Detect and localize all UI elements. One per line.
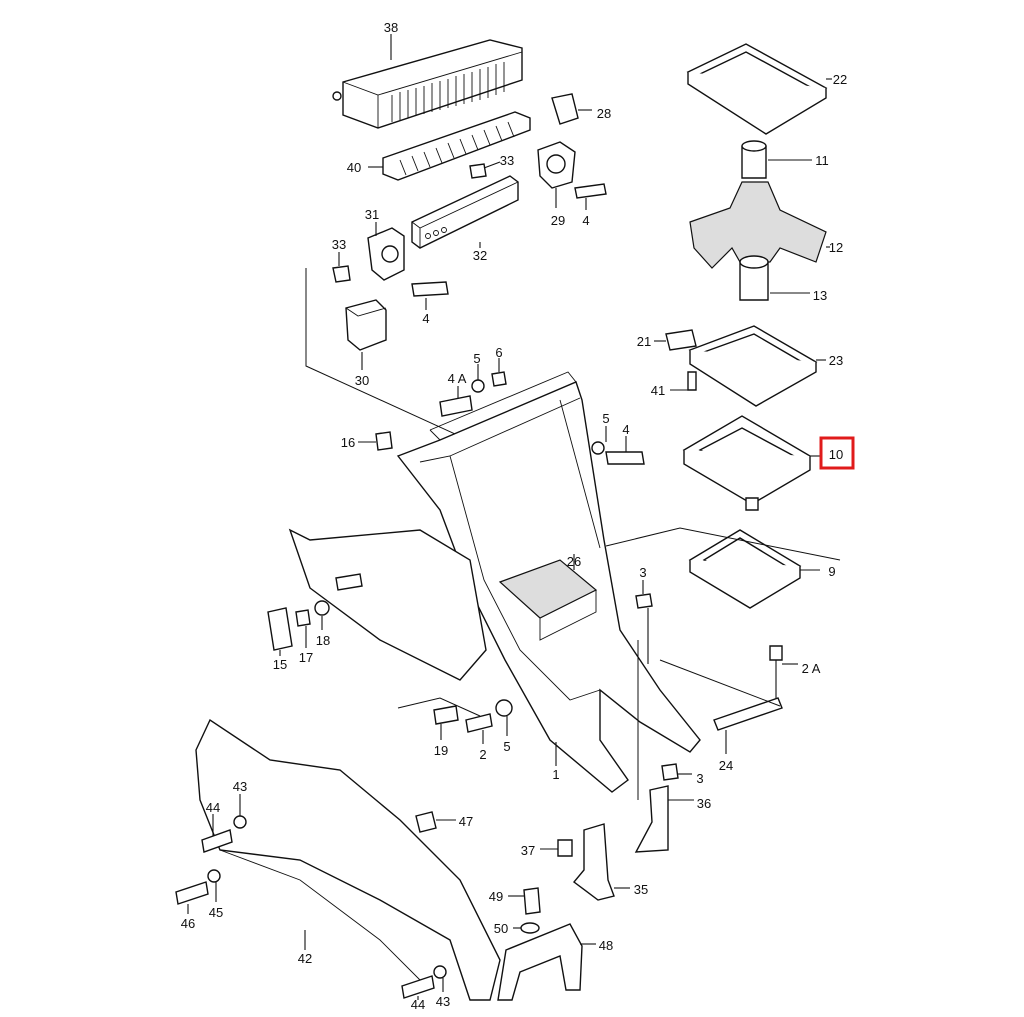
callout-c19: 19 bbox=[434, 743, 448, 758]
part-10-tray bbox=[682, 415, 822, 511]
callout-c11: 11 bbox=[815, 153, 829, 168]
callout-c48: 48 bbox=[599, 938, 613, 953]
callout-c49: 49 bbox=[489, 889, 503, 904]
callout-c3a: 3 bbox=[639, 565, 646, 580]
callout-c31: 31 bbox=[365, 207, 379, 222]
part-32-cover-panel bbox=[411, 175, 519, 249]
part-42-lower-trim bbox=[195, 718, 501, 1001]
callout-c46: 46 bbox=[181, 916, 195, 931]
part-16-clip bbox=[358, 431, 393, 451]
callout-c24: 24 bbox=[719, 758, 733, 773]
callout-c2A: 2 A bbox=[802, 661, 821, 676]
part-38-air-vent-housing bbox=[332, 34, 523, 129]
callout-c6: 6 bbox=[495, 345, 502, 360]
callout-c5c: 5 bbox=[503, 739, 510, 754]
part-29-bracket-assembly bbox=[469, 141, 607, 210]
part-28-bracket bbox=[551, 93, 592, 125]
part-23-frame-assembly bbox=[654, 325, 826, 407]
callout-c28: 28 bbox=[597, 106, 611, 121]
callout-c3b: 3 bbox=[696, 771, 703, 786]
callout-c18: 18 bbox=[316, 633, 330, 648]
callout-c4A: 4 A bbox=[448, 371, 467, 386]
lower-bolt-set bbox=[433, 699, 513, 744]
callout-c44b: 44 bbox=[411, 997, 425, 1012]
callout-c23: 23 bbox=[829, 353, 843, 368]
callout-c15: 15 bbox=[273, 657, 287, 672]
callout-c13: 13 bbox=[813, 288, 827, 303]
highlight-box-part-10 bbox=[819, 436, 855, 470]
callout-c22: 22 bbox=[833, 72, 847, 87]
callout-c9: 9 bbox=[828, 564, 835, 579]
callout-c43a: 43 bbox=[233, 779, 247, 794]
part-11-knob-top bbox=[741, 140, 812, 179]
callout-c21: 21 bbox=[637, 334, 651, 349]
callout-c44a: 44 bbox=[206, 800, 220, 815]
callout-c26: 26 bbox=[567, 554, 581, 569]
callout-c12: 12 bbox=[829, 240, 843, 255]
callout-c47: 47 bbox=[459, 814, 473, 829]
callout-c4a: 4 bbox=[582, 213, 589, 228]
callout-c1: 1 bbox=[552, 767, 559, 782]
callout-c4b: 4 bbox=[422, 311, 429, 326]
callout-c33b: 33 bbox=[332, 237, 346, 252]
right-bracket-set bbox=[634, 580, 798, 853]
callout-c40: 40 bbox=[347, 160, 361, 175]
callout-c10: 10 bbox=[829, 447, 843, 462]
callout-c45: 45 bbox=[209, 905, 223, 920]
callout-c50: 50 bbox=[494, 921, 508, 936]
part-12-shift-boot bbox=[689, 181, 830, 269]
callout-c2: 2 bbox=[479, 747, 486, 762]
callout-c32: 32 bbox=[473, 248, 487, 263]
left-screw-set bbox=[175, 794, 447, 1000]
part-40-vent-frame bbox=[368, 111, 531, 181]
callout-c43b: 43 bbox=[436, 994, 450, 1009]
parts-15-17-18 bbox=[267, 600, 330, 656]
callout-c36: 36 bbox=[697, 796, 711, 811]
callout-c30: 30 bbox=[355, 373, 369, 388]
callout-c35: 35 bbox=[634, 882, 648, 897]
part-9-lower-tray bbox=[688, 529, 820, 609]
callout-c4c: 4 bbox=[622, 422, 629, 437]
part-13-knob-base bbox=[739, 255, 810, 301]
callout-c5a: 5 bbox=[473, 351, 480, 366]
right-bolt-set bbox=[591, 426, 841, 561]
callout-c42: 42 bbox=[298, 951, 312, 966]
callout-c41: 41 bbox=[651, 383, 665, 398]
lower-right-bracket-set bbox=[497, 823, 630, 1001]
callout-c37: 37 bbox=[521, 843, 535, 858]
callout-c38: 38 bbox=[384, 20, 398, 35]
console-left-side-panel bbox=[288, 528, 487, 717]
part-1-center-console bbox=[396, 371, 701, 793]
part-22-frame bbox=[686, 43, 832, 135]
callout-c5b: 5 bbox=[602, 411, 609, 426]
part-4A-bolt-set bbox=[439, 358, 507, 417]
callout-c17: 17 bbox=[299, 650, 313, 665]
callout-c29: 29 bbox=[551, 213, 565, 228]
callout-c33a: 33 bbox=[500, 153, 514, 168]
callout-c16: 16 bbox=[341, 435, 355, 450]
